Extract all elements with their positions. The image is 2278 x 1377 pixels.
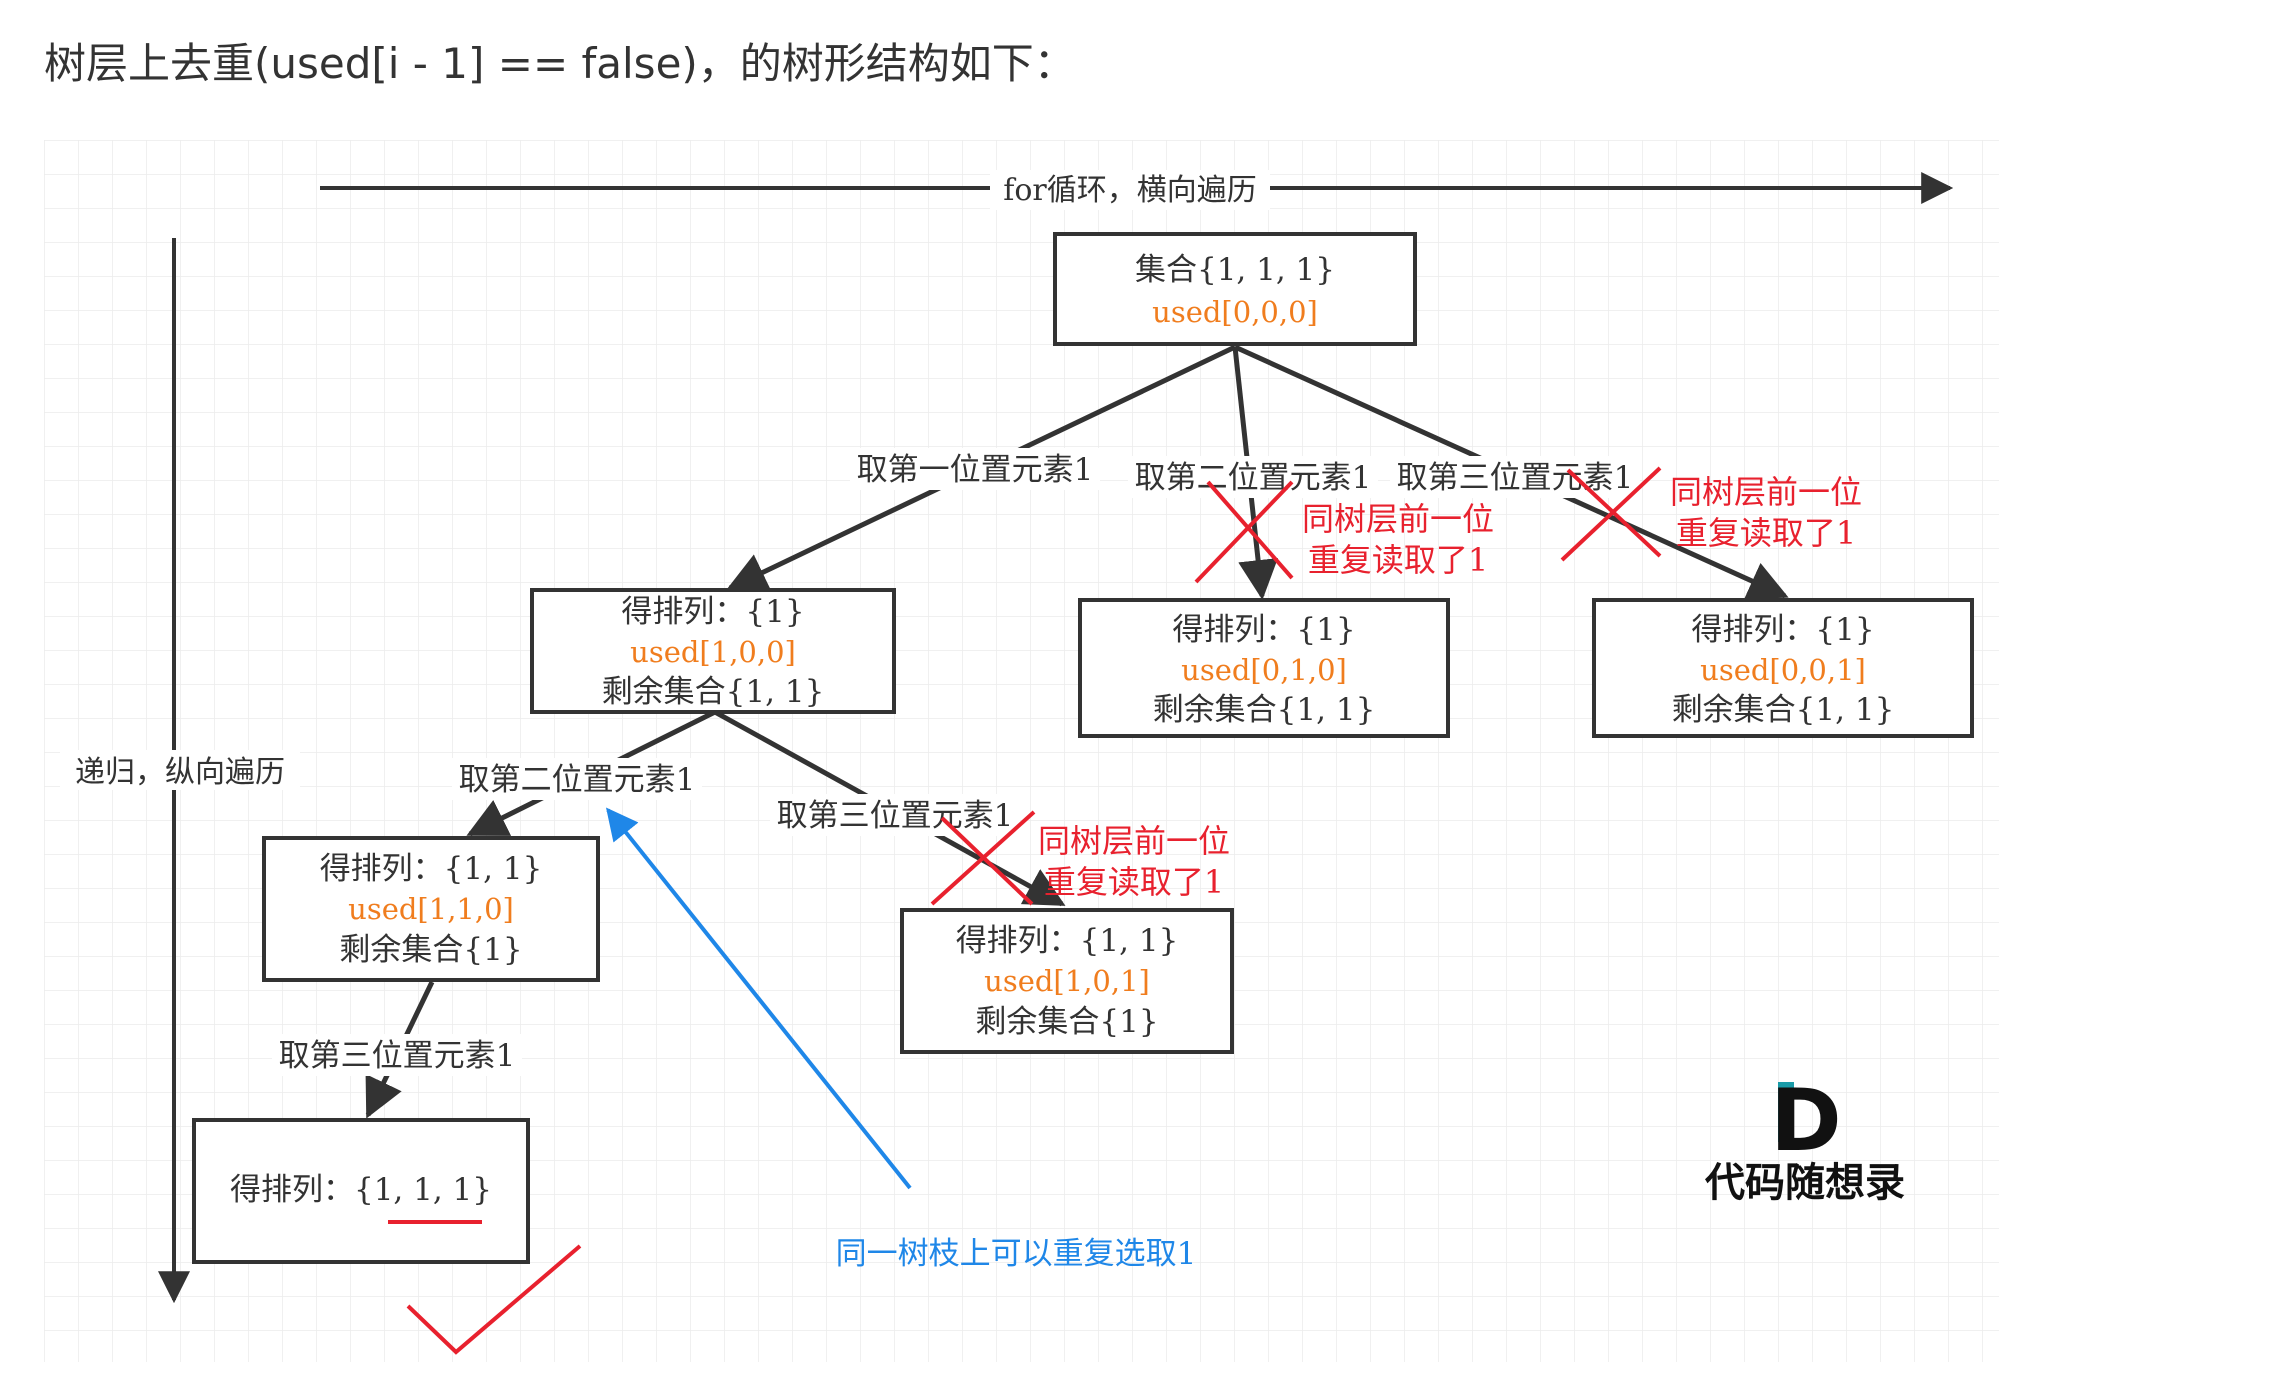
node-n001-used: used[0,0,1] [1700, 653, 1866, 687]
node-n101-used: used[1,0,1] [984, 964, 1150, 998]
vertical-axis-label: 递归，纵向遍历 [75, 755, 285, 790]
node-n100-used: used[1,0,0] [630, 635, 796, 669]
check-mark-icon [406, 1244, 582, 1355]
node-n101-remaining: 剩余集合{1} [975, 1004, 1158, 1040]
node-root-label: 集合{1, 1, 1} [1135, 252, 1335, 288]
node-root: 集合{1, 1, 1} used[0,0,0] [1053, 232, 1417, 346]
horizontal-axis-label-bg [990, 170, 1270, 210]
dup-note-1-line1: 同树层前一位 [1302, 500, 1494, 538]
dup-note-1-line2: 重复读取了1 [1308, 541, 1488, 579]
node-n010-remaining: 剩余集合{1, 1} [1153, 692, 1376, 728]
node-n001-remaining: 剩余集合{1, 1} [1672, 692, 1895, 728]
node-n010-label: 得排列：{1} [1172, 612, 1355, 648]
edge-label-take3b: 取第三位置元素1 [777, 798, 1014, 834]
dup-note-2-line2: 重复读取了1 [1676, 514, 1856, 552]
dup-note-3-line2: 重复读取了1 [1044, 863, 1224, 901]
edge-label-bg [1390, 456, 1640, 498]
edge-label-take1: 取第一位置元素1 [857, 452, 1094, 488]
node-n101: 得排列：{1, 1} used[1,0,1] 剩余集合{1} [900, 908, 1234, 1054]
node-n010-used: used[0,1,0] [1181, 653, 1347, 687]
node-n111: 得排列：{1, 1, 1} [192, 1118, 530, 1264]
node-root-used: used[0,0,0] [1152, 295, 1318, 329]
node-n101-label: 得排列：{1, 1} [956, 923, 1179, 959]
edge-label-bg [272, 1034, 522, 1076]
logo-d-accent-icon [1778, 1082, 1794, 1142]
dup-note-3-line1: 同树层前一位 [1038, 822, 1230, 860]
node-n111-label: 得排列：{1, 1, 1} [230, 1172, 492, 1208]
node-n100: 得排列：{1} used[1,0,0] 剩余集合{1, 1} [530, 588, 896, 714]
horizontal-axis-label: for循环，横向遍历 [1003, 173, 1257, 208]
edge-label-take3c: 取第三位置元素1 [279, 1038, 516, 1074]
cross-mark-icon [930, 810, 1036, 906]
edge-label-take2b: 取第二位置元素1 [459, 762, 696, 798]
node-n110-remaining: 剩余集合{1} [339, 932, 522, 968]
node-n010: 得排列：{1} used[0,1,0] 剩余集合{1, 1} [1078, 598, 1450, 738]
node-n100-remaining: 剩余集合{1, 1} [602, 674, 825, 710]
dup-note-2-line1: 同树层前一位 [1670, 473, 1862, 511]
node-n110-used: used[1,1,0] [348, 892, 514, 926]
page-heading: 树层上去重(used[i - 1] == false)，的树形结构如下： [44, 39, 1076, 88]
logo: D 代码随想录 [1704, 1071, 1905, 1206]
edge-label-bg [1128, 456, 1378, 498]
same-branch-arrow [606, 807, 912, 1190]
edge-label-bg [850, 448, 1100, 490]
node-n110: 得排列：{1, 1} used[1,1,0] 剩余集合{1} [262, 836, 600, 982]
logo-letter: D [1770, 1071, 1841, 1171]
edge-label-take3: 取第三位置元素1 [1397, 460, 1634, 496]
vertical-axis-label-bg [60, 750, 300, 790]
logo-text: 代码随想录 [1704, 1159, 1905, 1206]
cross-mark-icon [1194, 480, 1294, 584]
same-branch-note: 同一树枝上可以重复选取1 [836, 1236, 1197, 1272]
cross-mark-icon [1560, 466, 1662, 562]
edge-label-bg [770, 794, 1020, 836]
node-n001: 得排列：{1} used[0,0,1] 剩余集合{1, 1} [1592, 598, 1974, 738]
edge-label-bg [452, 758, 702, 800]
node-n100-label: 得排列：{1} [621, 594, 804, 630]
edge-label-take2: 取第二位置元素1 [1135, 460, 1372, 496]
node-n001-label: 得排列：{1} [1691, 612, 1874, 648]
node-n110-label: 得排列：{1, 1} [320, 851, 543, 887]
